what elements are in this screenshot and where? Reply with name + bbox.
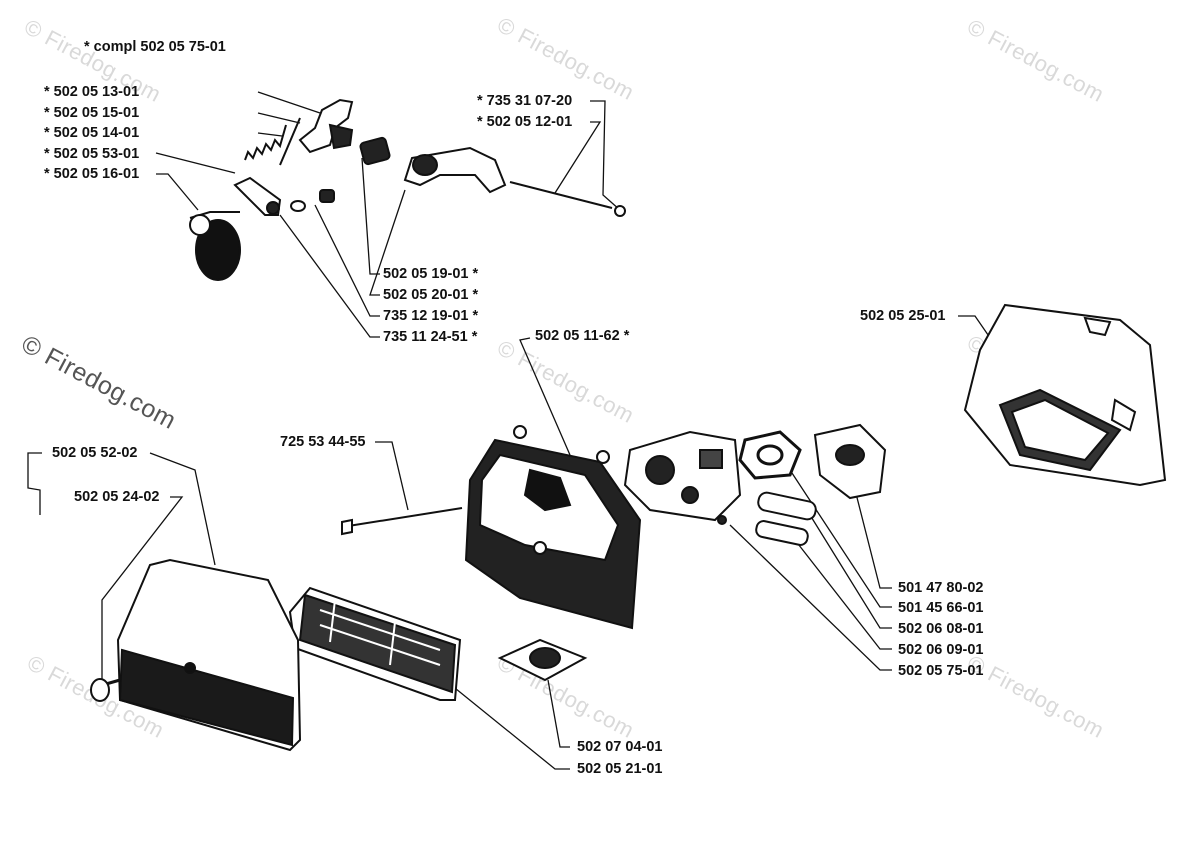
part-label: 725 53 44-55 — [280, 434, 366, 450]
air-filter-element — [288, 586, 462, 701]
choke-plate — [497, 638, 588, 682]
gasket — [738, 430, 802, 480]
leader-line — [849, 469, 892, 589]
leader-line — [547, 679, 570, 748]
part-label: 502 05 25-01 — [860, 308, 946, 324]
filter-holder — [464, 425, 642, 630]
part-label: 502 05 52-02 — [52, 445, 138, 461]
coil-spring — [359, 136, 391, 166]
leader-line — [444, 679, 570, 770]
throttle-lever — [403, 146, 507, 194]
part-label: 501 47 80-02 — [898, 580, 984, 596]
air-filter-cover — [90, 558, 302, 752]
leader-line — [789, 469, 892, 608]
leader-line — [314, 204, 380, 317]
leader-line — [155, 152, 236, 174]
part-label: * 735 31 07-20 — [477, 93, 573, 109]
choke-knob — [189, 211, 241, 281]
compl-note: * compl 502 05 75-01 — [84, 39, 226, 55]
leader-line — [809, 514, 892, 629]
leader-line — [590, 100, 621, 211]
part-label: 502 05 21-01 — [577, 761, 663, 777]
throttle-trigger — [298, 98, 354, 154]
part-label: 502 05 20-01 * — [383, 287, 479, 303]
leader-line — [729, 524, 892, 671]
part-label: 735 12 19-01 * — [383, 308, 479, 324]
part-label: 502 05 19-01 * — [383, 266, 479, 282]
leader-line — [149, 452, 216, 566]
leader-line — [369, 189, 406, 296]
spring — [244, 124, 287, 161]
long-screw — [341, 507, 463, 536]
part-label: * 502 05 53-01 — [44, 146, 140, 162]
part-label: 502 05 24-02 — [74, 489, 160, 505]
part-label: * 502 05 16-01 — [44, 166, 140, 182]
part-label: * 502 05 14-01 — [44, 125, 140, 141]
part-label: 502 05 11-62 * — [535, 328, 630, 344]
part-label: 502 06 09-01 — [898, 642, 984, 658]
leader-line — [554, 121, 602, 194]
spring-small — [279, 117, 301, 166]
leader-line — [794, 539, 892, 650]
leader-line — [101, 496, 184, 680]
group-bracket — [27, 452, 42, 515]
part-label: * 502 05 13-01 — [44, 84, 140, 100]
part-label: 502 07 04-01 — [577, 739, 663, 755]
leader-line — [156, 173, 199, 211]
part-label: * 502 05 15-01 — [44, 105, 140, 121]
part-label: 735 11 24-51 * — [383, 329, 478, 345]
leader-line — [519, 337, 571, 456]
part-label: 502 05 75-01 — [898, 663, 984, 679]
carburetor — [623, 430, 742, 522]
leader-line — [279, 214, 380, 338]
part-label: 501 45 66-01 — [898, 600, 984, 616]
intake-manifold — [813, 423, 887, 500]
lever-link — [233, 176, 282, 216]
leader-line — [361, 157, 380, 275]
pivot-pin — [509, 181, 626, 217]
part-label: 502 06 08-01 — [898, 621, 984, 637]
part-label: * 502 05 12-01 — [477, 114, 573, 130]
leader-line — [257, 91, 321, 114]
leader-line — [257, 132, 283, 137]
leader-line — [375, 441, 409, 511]
spacer-sleeves — [717, 491, 817, 546]
cylinder-cover — [963, 303, 1167, 487]
leader-line — [257, 112, 301, 124]
washer — [290, 189, 335, 212]
